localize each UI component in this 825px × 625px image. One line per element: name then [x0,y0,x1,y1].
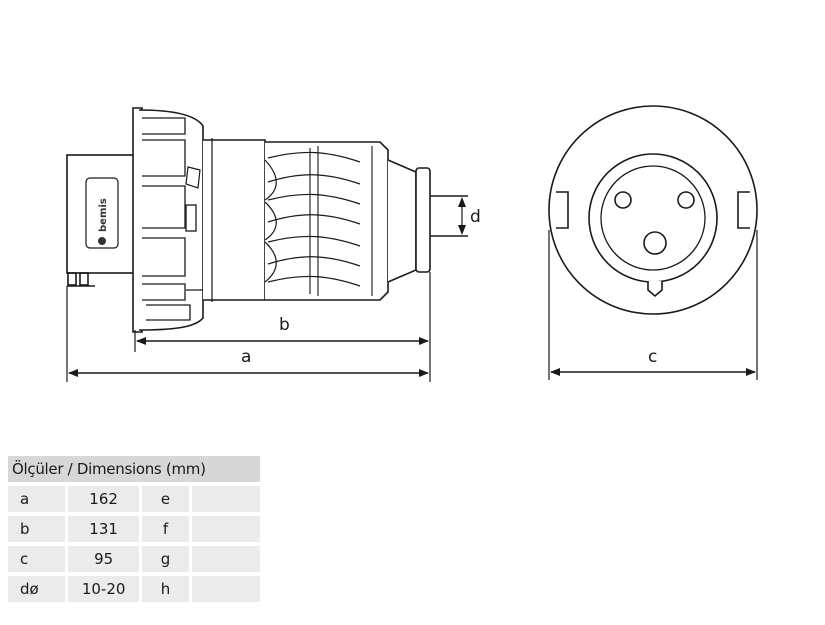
dim-b-label: b [279,315,290,335]
dim-key: a [8,486,69,512]
dim-value [191,486,260,512]
technical-drawing: bemis b a d c [66,105,758,382]
dim-value: 162 [68,486,143,512]
plug-grip [265,141,389,301]
brand-plate [85,177,119,249]
dim-key: f [142,516,192,542]
brand-logo: bemis [98,198,109,232]
dim-key: c [8,546,69,572]
dim-value: 10-20 [68,576,143,602]
dim-value: 95 [68,546,143,572]
dim-value [191,546,260,572]
dim-key: dø [8,576,69,602]
brand-logo-icon [98,237,106,245]
plug-front-view [548,105,758,315]
pin-right [677,191,695,209]
table-row: a 162 e [8,486,260,512]
table-header: Ölçüler / Dimensions (mm) [8,456,260,482]
plug-nose [387,159,417,283]
cable [430,195,468,237]
dim-value: 131 [68,516,143,542]
dim-a-label: a [241,347,251,367]
plug-side-view [66,107,431,333]
dimensions-table: Ölçüler / Dimensions (mm) a 162 e b 131 … [8,452,260,606]
dim-c-label: c [648,347,657,367]
pin-left [614,191,632,209]
pin-earth [643,231,667,255]
dim-value [191,576,260,602]
dim-key: b [8,516,69,542]
dim-key: h [142,576,192,602]
table-row: dø 10-20 h [8,576,260,602]
dim-key: e [142,486,192,512]
dim-d-label: d [470,207,481,227]
table-row: b 131 f [8,516,260,542]
dim-key: g [142,546,192,572]
dim-value [191,516,260,542]
cable-gland [415,167,431,273]
table-row: c 95 g [8,546,260,572]
